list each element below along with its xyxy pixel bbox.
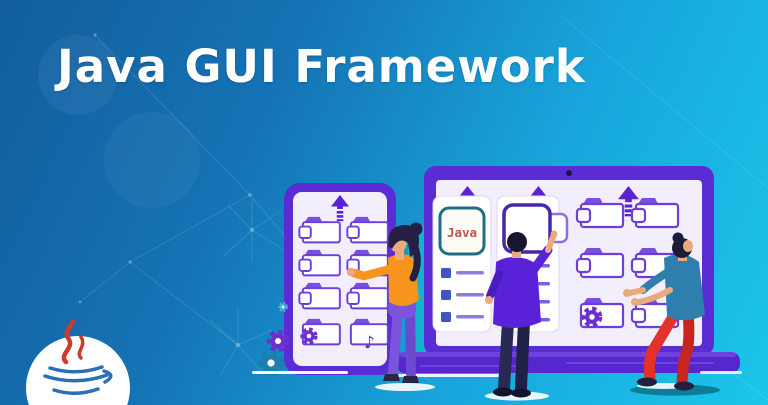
java-coffee-cup-logo	[26, 319, 130, 405]
webcam-icon	[566, 170, 572, 176]
bearded-man-figure	[623, 232, 720, 396]
steam-small	[77, 335, 85, 360]
list-items	[441, 268, 484, 322]
middle-man-figure	[485, 230, 558, 401]
page-title: Java GUI Framework	[57, 40, 586, 93]
gears-cluster	[261, 302, 286, 372]
phone: ♪	[284, 183, 396, 375]
cup-strokes	[43, 365, 113, 395]
java-panel: Java	[432, 195, 492, 333]
java-badge-label: Java	[447, 225, 477, 240]
music-note-icon: ♪	[364, 333, 375, 353]
ground-lines	[252, 371, 742, 377]
glow-circles	[38, 35, 200, 208]
woman-figure	[346, 222, 435, 391]
steam-large	[61, 319, 76, 365]
java-badge	[438, 206, 486, 256]
